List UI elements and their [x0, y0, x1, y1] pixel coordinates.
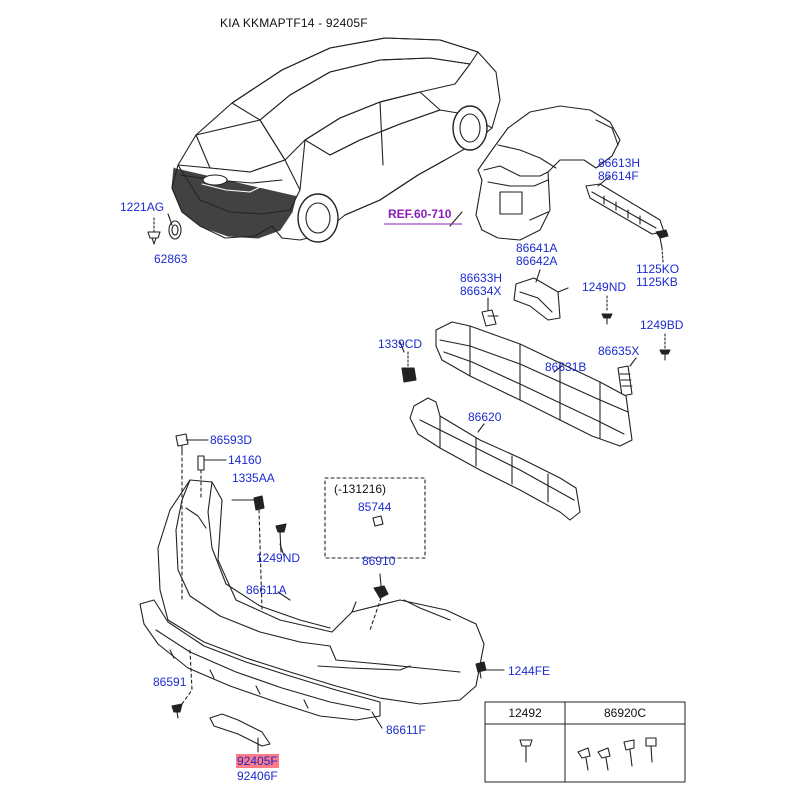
part-label-92406F[interactable]: 92406F: [237, 769, 278, 783]
clip-86635X-icon: [617, 365, 633, 397]
part-label-1125KB[interactable]: 1125KB: [636, 275, 678, 289]
diagram-title: KIA KKMAPTF14 - 92405F: [220, 16, 368, 30]
bolt-1249ND-lower-icon: [275, 523, 287, 553]
screw-1244FE-icon: [475, 661, 487, 679]
nut-1339CD-icon: [401, 367, 417, 383]
cap-62863-icon: [168, 220, 182, 240]
legend-col-12492[interactable]: 12492: [508, 706, 542, 720]
part-label-86620[interactable]: 86620: [468, 410, 502, 424]
part-label-1249ND-top[interactable]: 1249ND: [582, 280, 627, 294]
part-label-86635X[interactable]: 86635X: [598, 344, 640, 358]
part-label-1221AG[interactable]: 1221AG: [120, 200, 165, 214]
screw-86920C-icon: [577, 737, 657, 771]
legend-col-86920C[interactable]: 86920C: [603, 706, 647, 720]
part-label-86631B[interactable]: 86631B: [545, 360, 587, 374]
screw-14160-icon: [197, 455, 205, 471]
screw-1125KO-icon: [655, 229, 669, 249]
part-label-86591[interactable]: 86591: [153, 675, 187, 689]
part-label-86593D[interactable]: 86593D: [210, 433, 253, 447]
diffuser-86611F-illustration: [139, 599, 381, 721]
part-label-85744[interactable]: 85744: [358, 500, 392, 514]
clip-86633H-icon: [481, 309, 499, 327]
part-label-86641A[interactable]: 86641A: [516, 241, 558, 255]
clip-85744-icon: [372, 515, 384, 527]
part-label-1339CD[interactable]: 1339CD: [378, 337, 423, 351]
bolt-1221AG-icon: [147, 231, 161, 245]
absorber-86620-illustration: [409, 397, 581, 521]
part-label-86910[interactable]: 86910: [362, 554, 396, 568]
part-label-1125KO[interactable]: 1125KO: [636, 262, 680, 276]
screw-86591-icon: [171, 703, 183, 719]
part-label-1249ND-lower[interactable]: 1249ND: [256, 551, 301, 565]
bolt-1249ND-icon: [601, 313, 613, 325]
part-label-86634X[interactable]: 86634X: [460, 284, 502, 298]
part-label-14160[interactable]: 14160: [228, 453, 262, 467]
bracket-86641A-illustration: [513, 277, 569, 321]
part-label-62863[interactable]: 62863: [154, 252, 188, 266]
bumper-86611A-illustration: [157, 479, 485, 705]
part-label-1244FE[interactable]: 1244FE: [508, 664, 551, 678]
clip-86593D-icon: [175, 433, 189, 453]
part-label-86613H[interactable]: 86613H: [598, 156, 641, 170]
part-label-86642A[interactable]: 86642A: [516, 254, 558, 268]
car-illustration: [171, 37, 501, 243]
date-range-note: (-131216): [334, 482, 387, 496]
screw-12492-icon: [519, 739, 533, 763]
part-label-1335AA[interactable]: 1335AA: [232, 471, 275, 485]
date-range-box: [324, 477, 426, 559]
part-label-86633H[interactable]: 86633H: [460, 271, 503, 285]
reference-link[interactable]: REF.60-710: [388, 207, 452, 221]
beam-86631B-illustration: [435, 321, 633, 447]
nut-1335AA-icon: [253, 495, 265, 511]
clip-86910-icon: [373, 585, 389, 599]
bolt-1249BD-icon: [659, 349, 671, 361]
part-label-92405F[interactable]: 92405F: [236, 754, 279, 768]
part-label-86611A[interactable]: 86611A: [246, 583, 287, 597]
part-label-86614F[interactable]: 86614F: [598, 169, 639, 183]
garnish-92405F-illustration: [209, 713, 271, 747]
rear-panel-illustration: [475, 105, 621, 241]
highlighted-part: 92405F: [236, 754, 279, 768]
part-label-1249BD[interactable]: 1249BD: [640, 318, 684, 332]
reference-underline: [384, 223, 462, 225]
strip-86613H-illustration: [585, 183, 665, 235]
part-label-86611F[interactable]: 86611F: [386, 723, 426, 737]
